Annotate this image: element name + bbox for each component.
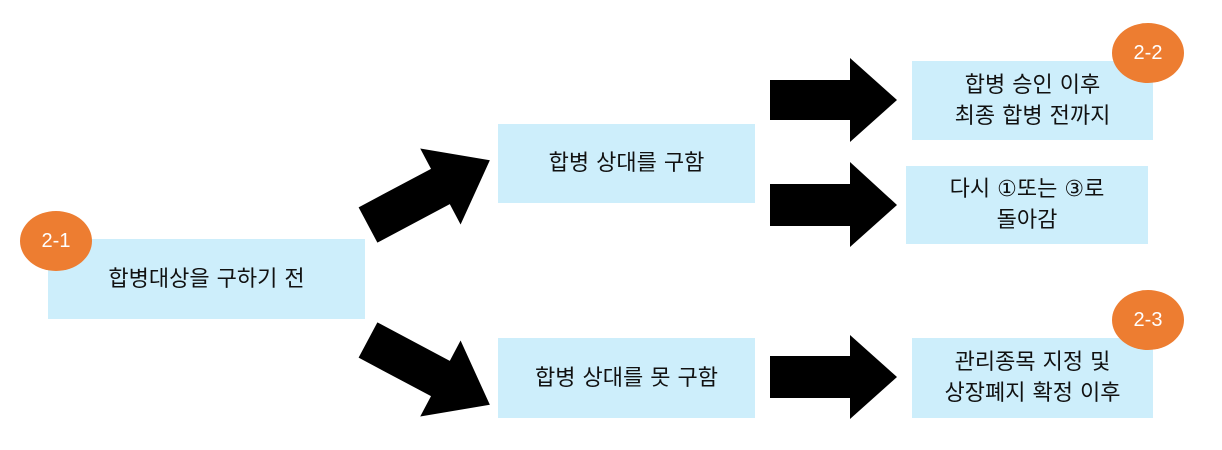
badge-label: 2-3 — [1133, 308, 1163, 331]
arrow-not-found-to-delisting — [770, 335, 897, 419]
node-merger-partner-not-found: 합병 상대를 못 구함 — [498, 338, 755, 418]
badge-label: 2-1 — [41, 229, 71, 252]
node-merger-partner-found-text: 합병 상대를 구함 — [549, 148, 705, 179]
node-merger-partner-not-found-text: 합병 상대를 못 구함 — [535, 363, 718, 394]
node-return-to-start: 다시 ①또는 ③로 돌아감 — [906, 166, 1148, 244]
badge-2-1: 2-1 — [20, 211, 92, 271]
node-return-to-start-text: 다시 ①또는 ③로 돌아감 — [950, 174, 1105, 236]
node-text-line: 다시 ①또는 ③로 — [949, 177, 1105, 202]
node-text-line: 합병 상대를 구함 — [548, 151, 705, 176]
node-text-line: 관리종목 지정 및 — [954, 350, 1111, 375]
node-before-merger-target: 합병대상을 구하기 전 — [48, 239, 365, 319]
node-text-line: 상장폐지 확정 이후 — [944, 381, 1121, 406]
badge-label: 2-2 — [1133, 41, 1163, 64]
node-before-merger-target-text: 합병대상을 구하기 전 — [108, 264, 304, 295]
node-delisting-confirmed-text: 관리종목 지정 및 상장폐지 확정 이후 — [945, 347, 1121, 409]
badge-2-3: 2-3 — [1112, 290, 1184, 350]
node-text-line: 돌아감 — [996, 208, 1058, 233]
arrow-start-to-found — [358, 148, 490, 243]
arrow-found-to-return — [770, 162, 897, 247]
arrow-found-to-after-approval — [770, 58, 897, 142]
node-text-line: 최종 합병 전까지 — [954, 103, 1111, 129]
node-delisting-confirmed: 관리종목 지정 및 상장폐지 확정 이후 — [912, 338, 1153, 418]
arrow-start-to-not-found — [358, 322, 490, 417]
node-merger-partner-found: 합병 상대를 구함 — [498, 124, 755, 203]
node-text-line: 합병대상을 구하기 전 — [108, 266, 305, 292]
badge-2-2: 2-2 — [1112, 23, 1184, 83]
node-text-line: 합병 승인 이후 — [964, 72, 1101, 98]
node-after-approval-text: 합병 승인 이후 최종 합병 전까지 — [955, 70, 1111, 132]
node-after-approval: 합병 승인 이후 최종 합병 전까지 — [912, 61, 1153, 140]
node-text-line: 합병 상대를 못 구함 — [535, 365, 718, 391]
